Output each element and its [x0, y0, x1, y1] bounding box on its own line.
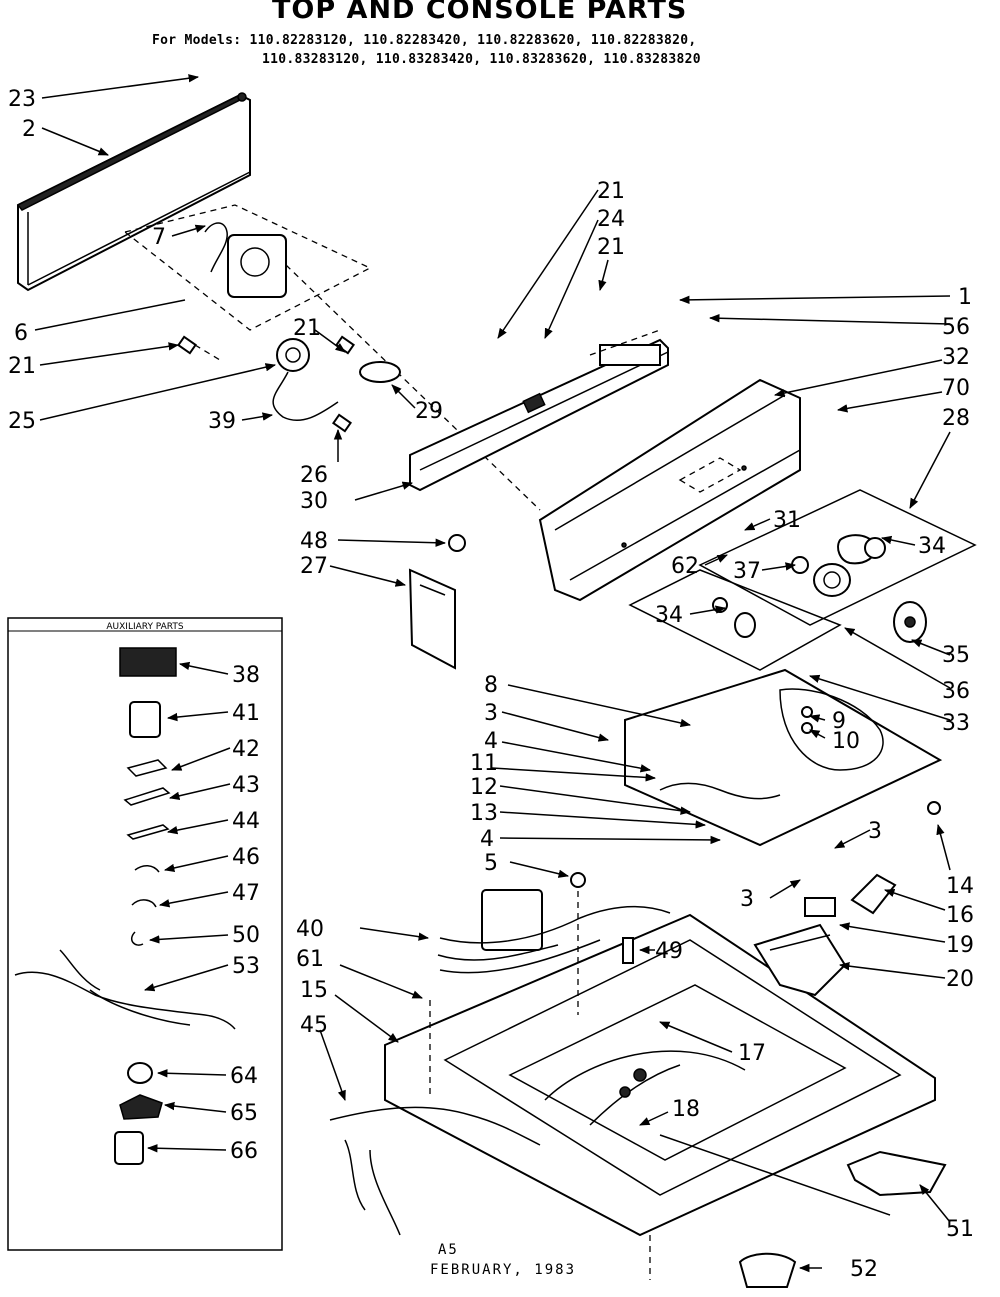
callout-52: 52	[850, 1257, 878, 1282]
callout-42: 42	[232, 737, 260, 762]
callout-5: 5	[484, 851, 498, 876]
callout-4: 4	[480, 827, 494, 852]
callout-14: 14	[946, 874, 974, 899]
callout-16: 16	[946, 903, 974, 928]
callout-20: 20	[946, 967, 974, 992]
callout-27: 27	[300, 554, 328, 579]
callout-61: 61	[296, 947, 324, 972]
footer-code: A5	[438, 1242, 459, 1258]
washer-top	[384, 880, 936, 1280]
callout-40: 40	[296, 917, 324, 942]
callout-35: 35	[942, 643, 970, 668]
callout-7: 7	[152, 225, 166, 250]
callout-8: 8	[484, 673, 498, 698]
callout-6: 6	[14, 321, 28, 346]
wire-harness	[329, 872, 671, 1236]
console-housing	[538, 378, 801, 602]
callout-36: 36	[942, 679, 970, 704]
leader-lines	[34, 74, 951, 1273]
switch-housing-27	[408, 534, 466, 670]
callout-70: 70	[942, 376, 970, 401]
models-line-2: 110.83283120, 110.83283420, 110.83283620…	[262, 52, 701, 67]
callout-12: 12	[470, 775, 498, 800]
callout-49: 49	[655, 939, 683, 964]
auxiliary-parts-box	[7, 617, 283, 1251]
callout-18: 18	[672, 1097, 700, 1122]
diagram-title: TOP AND CONSOLE PARTS	[272, 0, 688, 25]
callout-64: 64	[230, 1064, 258, 1089]
callout-34: 34	[918, 534, 946, 559]
callout-1: 1	[958, 285, 972, 310]
callout-13: 13	[470, 801, 498, 826]
lid-switch-parts	[753, 873, 897, 997]
timer-bracket-outline	[123, 204, 541, 511]
callout-3: 3	[484, 701, 498, 726]
callout-50: 50	[232, 923, 260, 948]
callout-17: 17	[738, 1041, 766, 1066]
callout-48: 48	[300, 529, 328, 554]
callout-53: 53	[232, 954, 260, 979]
callout-39: 39	[208, 409, 236, 434]
callout-28: 28	[942, 406, 970, 431]
callout-21: 21	[293, 316, 321, 341]
callout-43: 43	[232, 773, 260, 798]
callout-33: 33	[942, 711, 970, 736]
callout-25: 25	[8, 409, 36, 434]
callout-23: 23	[8, 87, 36, 112]
callout-46: 46	[232, 845, 260, 870]
callout-2: 2	[22, 117, 36, 142]
models-line-1: For Models: 110.82283120, 110.82283420, …	[152, 33, 697, 48]
callout-11: 11	[470, 751, 498, 776]
callout-65: 65	[230, 1101, 258, 1126]
callout-21: 21	[597, 235, 625, 260]
callout-21: 21	[8, 354, 36, 379]
callout-3: 3	[740, 887, 754, 912]
console-back-panel	[16, 92, 251, 292]
callout-44: 44	[232, 809, 260, 834]
callout-32: 32	[942, 345, 970, 370]
callout-labels: 23 2 7 6 21 25 39 21 29 26 30 21 24 21 1…	[8, 87, 974, 1282]
callout-38: 38	[232, 663, 260, 688]
callout-4: 4	[484, 729, 498, 754]
lid-panel	[624, 668, 943, 847]
callout-9: 9	[832, 709, 846, 734]
callout-47: 47	[232, 881, 260, 906]
callout-34: 34	[655, 603, 683, 628]
callout-30: 30	[300, 489, 328, 514]
callout-66: 66	[230, 1139, 258, 1164]
callout-56: 56	[942, 315, 970, 340]
callout-26: 26	[300, 463, 328, 488]
callout-29: 29	[415, 399, 443, 424]
knob-panel-outline	[628, 489, 977, 671]
callout-45: 45	[300, 1013, 328, 1038]
callout-62: 62	[671, 554, 699, 579]
callout-19: 19	[946, 933, 974, 958]
callout-15: 15	[300, 978, 328, 1003]
callout-31: 31	[773, 508, 801, 533]
callout-37: 37	[733, 559, 761, 584]
callout-24: 24	[597, 207, 625, 232]
auxiliary-parts-header: AUXILIARY PARTS	[106, 622, 184, 632]
callout-51: 51	[946, 1217, 974, 1242]
callout-41: 41	[232, 701, 260, 726]
callout-10: 10	[832, 729, 860, 754]
callout-21: 21	[597, 179, 625, 204]
footer-date: FEBRUARY, 1983	[430, 1262, 577, 1278]
callout-3: 3	[868, 819, 882, 844]
